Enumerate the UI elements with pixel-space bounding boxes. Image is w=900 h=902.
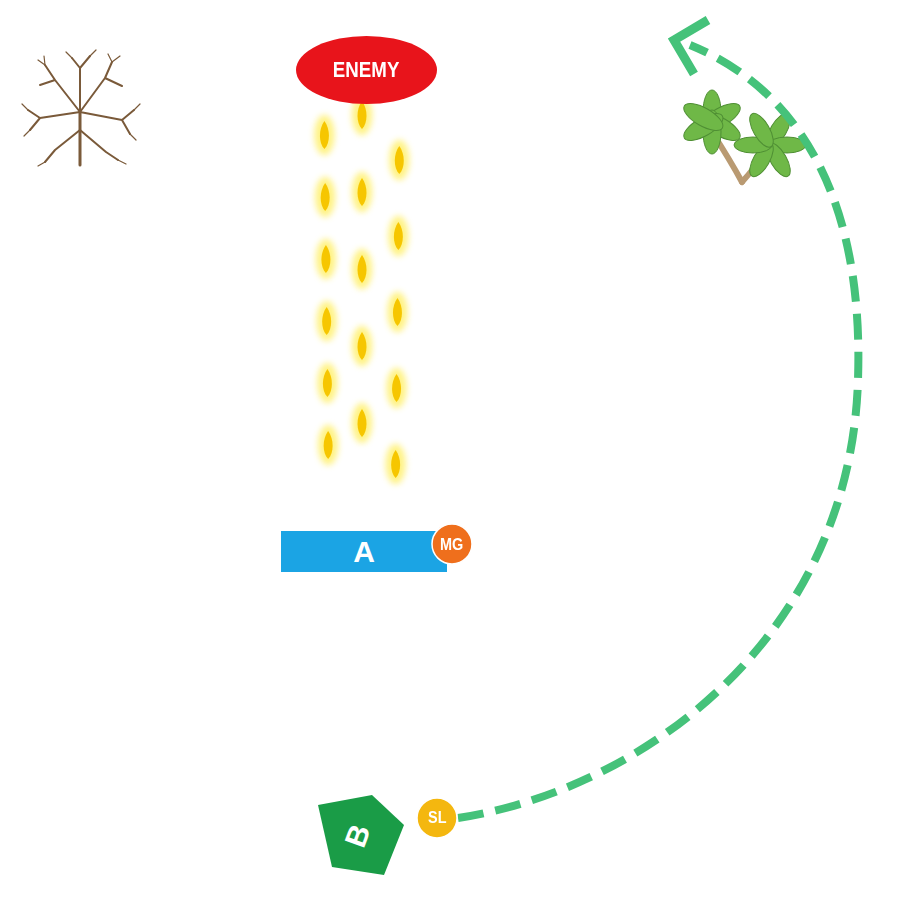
bullet-core bbox=[320, 121, 329, 149]
bullet-glow bbox=[386, 444, 406, 484]
circle-shape bbox=[432, 524, 472, 564]
pentagon-shape bbox=[318, 795, 404, 875]
tree-twigs bbox=[22, 50, 140, 166]
bullet-glow bbox=[317, 363, 337, 403]
bullet-core bbox=[393, 298, 402, 326]
tree-trunk bbox=[79, 112, 82, 165]
node-label: MG bbox=[440, 536, 463, 553]
weapon-circle: MG bbox=[431, 523, 473, 565]
unit-pentagon: B bbox=[312, 795, 404, 877]
palm-fronds bbox=[680, 90, 806, 180]
bullet-core bbox=[321, 183, 330, 211]
bullet-core bbox=[321, 245, 330, 273]
bullet-glow bbox=[352, 403, 372, 443]
node-label: ENEMY bbox=[333, 59, 400, 81]
bullet-mark bbox=[352, 249, 372, 289]
bullet-glow bbox=[352, 249, 372, 289]
enemy-fire bbox=[314, 95, 409, 484]
bullet-core bbox=[324, 431, 333, 459]
bullet-glow bbox=[387, 292, 407, 332]
bullet-core bbox=[358, 332, 367, 360]
bullet-mark bbox=[352, 172, 372, 212]
bullet-glow bbox=[314, 115, 334, 155]
bullet-mark bbox=[318, 425, 338, 465]
bullet-mark bbox=[316, 239, 336, 279]
route-arrowhead bbox=[674, 20, 708, 74]
bullet-core bbox=[391, 450, 400, 478]
bullet-core bbox=[358, 101, 367, 129]
bullet-core bbox=[395, 146, 404, 174]
bullet-mark bbox=[388, 216, 408, 256]
bullet-core bbox=[358, 178, 367, 206]
bullet-mark bbox=[352, 326, 372, 366]
rect-shape bbox=[281, 531, 447, 572]
node-label: SL bbox=[428, 810, 446, 826]
palm-trees bbox=[680, 90, 806, 182]
bullet-mark bbox=[389, 140, 409, 180]
bullet-glow bbox=[318, 425, 338, 465]
leader-circle: SL bbox=[416, 797, 458, 839]
unit-bar: A bbox=[281, 531, 447, 572]
bullet-core bbox=[322, 307, 331, 335]
bullet-glow bbox=[389, 140, 409, 180]
bare-tree bbox=[22, 50, 140, 166]
bullet-mark bbox=[352, 403, 372, 443]
tree-branches bbox=[28, 56, 134, 162]
circle-shape bbox=[417, 798, 457, 838]
bullet-core bbox=[358, 255, 367, 283]
bullet-glow bbox=[317, 301, 337, 341]
bullet-glow bbox=[316, 239, 336, 279]
bullet-mark bbox=[387, 292, 407, 332]
maneuver-route bbox=[458, 45, 858, 818]
bullet-core bbox=[392, 374, 401, 402]
bullet-glow bbox=[352, 326, 372, 366]
node-label: A bbox=[353, 537, 375, 567]
bullet-mark bbox=[387, 368, 407, 408]
bullet-mark bbox=[315, 177, 335, 217]
bullet-core bbox=[358, 409, 367, 437]
bullet-mark bbox=[314, 115, 334, 155]
enemy-ellipse: ENEMY bbox=[296, 36, 437, 104]
bullet-glow bbox=[352, 172, 372, 212]
bullet-mark bbox=[386, 444, 406, 484]
bullet-mark bbox=[317, 301, 337, 341]
bullet-glow bbox=[315, 177, 335, 217]
bullet-mark bbox=[317, 363, 337, 403]
bullet-core bbox=[323, 369, 332, 397]
bullet-glow bbox=[388, 216, 408, 256]
bullet-glow bbox=[387, 368, 407, 408]
ellipse-shape bbox=[296, 36, 437, 104]
bullet-core bbox=[394, 222, 403, 250]
